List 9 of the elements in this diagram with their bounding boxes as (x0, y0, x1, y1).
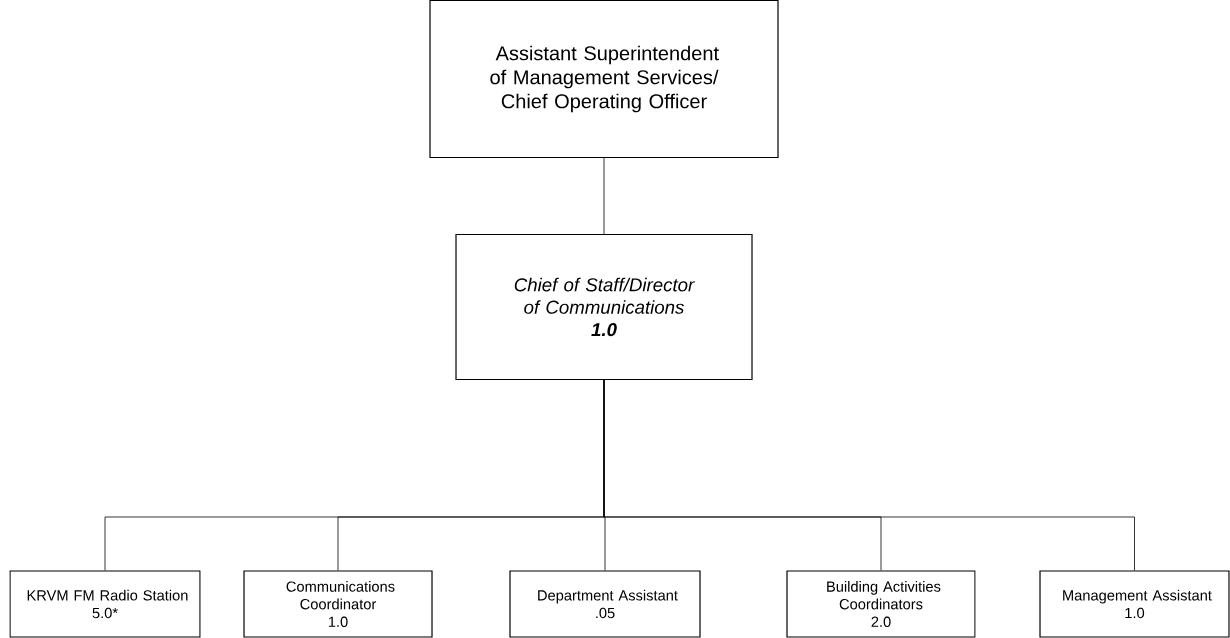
org-box: Communications Coordinator 1.0 (243, 570, 433, 638)
org-box: KRVM FM Radio Station 5.0* (9, 570, 201, 638)
org-box: Building Activities Coordinators 2.0 (786, 570, 976, 638)
org-box: Assistant Superintendent of Management Services/ Chief Operating Officer (429, 0, 779, 159)
org-box: Chief of Staff/Director of Communications 1.0 (455, 233, 753, 381)
org-box: Management Assistant 1.0 (1039, 570, 1230, 638)
connector-line (603, 379, 1135, 571)
org-box: Department Assistant .05 (509, 570, 701, 638)
connector-line (603, 157, 605, 235)
